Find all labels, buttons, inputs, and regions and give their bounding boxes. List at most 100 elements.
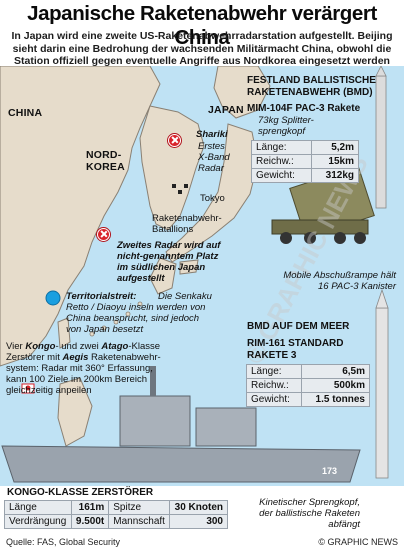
spec-label: Gewicht: xyxy=(245,392,303,407)
sea-model-line2: Rakete 3 xyxy=(247,350,297,361)
dispute-circle-icon xyxy=(45,290,61,306)
second-radar-line1: Zweites Radar wird auf xyxy=(117,240,221,251)
destroyer-desc-line4: kann 100 Ziele im 200km Bereich xyxy=(6,374,147,385)
destroyer-specs-table: Länge 161m Spitze 30 Knoten Verdrängung … xyxy=(4,500,228,529)
source-credit: Quelle: FAS, Global Security xyxy=(6,537,121,547)
spec-value: 30 Knoten xyxy=(169,500,228,515)
kyushu xyxy=(149,257,177,295)
spec-label: Verdrängung xyxy=(4,514,72,529)
shariki-line1: Erstes xyxy=(198,141,225,152)
spec-label: Spitze xyxy=(108,500,171,515)
tokyo-label: Tokyo xyxy=(200,193,225,204)
philippines xyxy=(57,377,93,447)
destroyer-desc-line2a: Zerstörer mit xyxy=(6,352,60,363)
shikoku xyxy=(179,259,199,275)
battalion-square-icon xyxy=(172,184,188,194)
land-desc-line1: 73kg Splitter- xyxy=(258,115,314,126)
spec-label: Länge: xyxy=(250,140,313,155)
sm3-missile-illustration xyxy=(375,288,389,479)
second-radar-line4: aufgestellt xyxy=(117,273,165,284)
destroyer-desc-b: - und zwei xyxy=(55,341,99,352)
dispute-line1: Die Senkaku xyxy=(158,291,212,302)
spec-value: 9.500t xyxy=(70,514,110,529)
table-row: Verdrängung 9.500t Mannschaft 300 xyxy=(4,514,228,529)
destroyer-illustration xyxy=(1,366,361,483)
destroyer-desc-line2: Zerstörer mit Aegis Raketenabwehr- xyxy=(6,352,161,363)
battalions-line1: Raketenabwehr- xyxy=(152,213,222,224)
destroyer-desc-line2b: Raketenabwehr- xyxy=(91,352,161,363)
warhead-line2: der ballistische Raketen xyxy=(259,508,360,519)
table-row: Gewicht:1.5 tonnes xyxy=(245,392,370,407)
table-row: Gewicht:312kg xyxy=(250,168,359,183)
destroyer-desc-aegis: Aegis xyxy=(62,352,89,363)
land-desc-line2: sprengkopf xyxy=(258,126,306,137)
land-model: MIM-104F PAC-3 Rakete xyxy=(247,103,361,114)
table-row: Reichw.:500km xyxy=(245,378,370,393)
dispute-line4: von Japan besetzt xyxy=(66,324,144,335)
second-radar-line2: nicht-genanntem Platz xyxy=(117,251,219,262)
second-radar-line3: im südlichen Japan xyxy=(117,262,206,273)
korea-landmass xyxy=(139,105,205,231)
radar-marker-icon xyxy=(168,134,181,147)
shariki-label: Shariki xyxy=(196,129,228,140)
sea-model-line1: RIM-161 Standard xyxy=(247,338,344,349)
table-row: Länge 161m Spitze 30 Knoten xyxy=(4,500,228,515)
country-label-china: CHINA xyxy=(8,107,43,119)
shariki-line2: X-Band xyxy=(198,152,230,163)
map-illustration: © GRAPHIC NEWS xyxy=(0,66,404,486)
battalions-line2: Batallions xyxy=(152,224,194,235)
spec-value: 6,5m xyxy=(301,364,370,379)
spec-label: Gewicht: xyxy=(250,168,313,183)
spec-label: Reichw.: xyxy=(245,378,303,393)
spec-value: 15km xyxy=(311,154,359,169)
table-row: Länge:6,5m xyxy=(245,364,370,379)
ryukyu-islands xyxy=(89,301,143,337)
spec-value: 1.5 tonnes xyxy=(301,392,370,407)
dispute-label: Territorialstreit: xyxy=(66,291,137,302)
table-row: Länge:5,2m xyxy=(250,140,359,155)
shariki-line3: Radar xyxy=(198,163,224,174)
spec-value: 312kg xyxy=(311,168,359,183)
destroyer-desc-kongo: Kongo xyxy=(25,341,56,352)
destroyer-desc-line5: gleichzeitig anpeilen xyxy=(6,385,92,396)
spec-value: 161m xyxy=(70,500,110,515)
spec-value: 500km xyxy=(301,378,370,393)
warhead-line3: abfängt xyxy=(328,519,360,530)
launcher-line1: Mobile Abschußrampe hält xyxy=(283,270,396,281)
sea-specs-table: Länge:6,5m Reichw.:500km Gewicht:1.5 ton… xyxy=(245,364,370,407)
radar-marker-icon xyxy=(97,228,110,241)
country-label-japan: JAPAN xyxy=(208,104,244,116)
hull-number: 173 xyxy=(322,466,338,476)
destroyer-desc-line3: system: Radar mit 360° Erfassung, xyxy=(6,363,153,374)
agency-credit: © GRAPHIC NEWS xyxy=(318,537,398,547)
intro-text: In Japan wird eine zweite US-Raketenabwe… xyxy=(11,30,393,80)
destroyer-desc-a: Vier xyxy=(6,341,23,352)
spec-label: Reichw.: xyxy=(250,154,313,169)
destroyer-desc-c: -Klasse xyxy=(128,341,161,352)
sea-title: BMD Auf dem Meer xyxy=(247,321,350,332)
spec-label: Länge xyxy=(4,500,72,515)
launcher-line2: 16 PAC-3 Kanister xyxy=(318,281,396,292)
dispute-line2: Retto / Diaoyu inseln werden von xyxy=(66,302,206,313)
spec-label: Mannschaft xyxy=(108,514,171,529)
spec-value: 5,2m xyxy=(311,140,359,155)
china-landmass xyxy=(0,66,161,367)
warhead-line1: Kinetischer Sprengkopf, xyxy=(259,497,360,508)
spec-label: Länge: xyxy=(245,364,303,379)
launcher-illustration xyxy=(271,165,375,244)
destroyer-desc-atago: Atago xyxy=(101,341,129,352)
country-label-nordkorea-1: NORD- xyxy=(86,149,122,161)
land-title-line2: Raketenabwehr (BMD) xyxy=(247,87,373,98)
destroyer-table-title: Kongo-Klasse Zerstörer xyxy=(7,487,154,498)
spec-value: 300 xyxy=(169,514,228,529)
destroyer-desc-line1: Vier Kongo- und zwei Atago-Klasse xyxy=(6,341,160,352)
hokkaido xyxy=(213,66,271,119)
dispute-line3: China beansprucht, sind jedoch xyxy=(66,313,200,324)
page-title: Japanische Raketenabwehr verärgert China xyxy=(27,2,377,49)
table-row: Reichw.:15km xyxy=(250,154,359,169)
country-label-nordkorea-2: KOREA xyxy=(86,161,125,173)
land-specs-table: Länge:5,2m Reichw.:15km Gewicht:312kg xyxy=(250,140,359,183)
land-title-line1: Festland Ballistische xyxy=(247,75,376,86)
taiwan xyxy=(57,317,71,349)
pac3-missile-illustration xyxy=(375,66,387,209)
